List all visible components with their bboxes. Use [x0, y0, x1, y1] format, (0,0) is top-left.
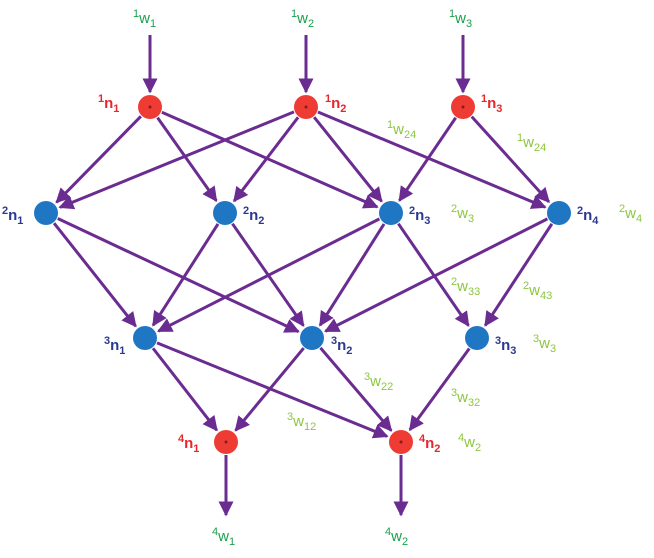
edge-n3_2-to-n4_2 — [319, 346, 393, 432]
edge-n2_3-to-n3_3 — [397, 222, 470, 327]
node-label-n3_2: 3n2 — [331, 335, 352, 357]
weight-label-w4_2: 4w2 — [458, 432, 481, 454]
node-center-dot-n4_2 — [399, 440, 403, 444]
node-center-dot-n4_1 — [224, 440, 228, 444]
node-label-n3_3: 3n3 — [495, 335, 516, 357]
edge-n2_3-to-n3_1 — [157, 217, 381, 333]
weight-label-w2_33: 2w33 — [451, 276, 480, 298]
node-label-n4_2: 4n2 — [419, 433, 440, 455]
node-center-dot-n1_2 — [304, 105, 308, 109]
weight-label-w3_22: 3w22 — [364, 371, 393, 393]
node-label-n3_1: 3n1 — [104, 335, 125, 357]
edge-n3_1-to-n4_1 — [151, 347, 218, 432]
weight-label-w2_3: 2w3 — [451, 203, 474, 225]
edge-n3_3-to-n4_2 — [408, 347, 471, 432]
edge-n2_1-to-n3_1 — [52, 222, 137, 328]
node-n2_3 — [379, 201, 403, 225]
edge-n3_2-to-n4_1 — [234, 347, 305, 432]
output-label-out2: 4w2 — [385, 526, 408, 548]
weight-label-w3_12: 3w12 — [287, 411, 316, 433]
edge-n1_3-to-n2_3 — [398, 116, 457, 202]
nodes-layer — [34, 95, 571, 454]
input-label-in1: 1w1 — [133, 8, 156, 30]
node-label-n4_1: 4n1 — [178, 433, 199, 455]
output-label-out1: 4w1 — [212, 526, 235, 548]
edge-n3_1-to-n4_2 — [156, 341, 389, 439]
node-n2_4 — [547, 201, 571, 225]
edge-n1_3-to-n2_4 — [470, 115, 551, 203]
input-label-in3: 1w3 — [449, 8, 472, 30]
edge-n1_2-to-n2_1 — [58, 110, 295, 210]
node-label-n1_2: 1n2 — [325, 93, 346, 115]
node-label-n2_3: 2n3 — [409, 205, 430, 227]
weight-label-w1_24_b: 1w24 — [517, 132, 546, 154]
edges-layer — [52, 35, 554, 517]
weight-label-w1_24_a: 1w24 — [387, 119, 416, 141]
edge-n1_1-to-n2_3 — [161, 110, 379, 209]
node-label-n2_4: 2n4 — [577, 205, 599, 227]
weight-label-w3_32: 3w32 — [451, 387, 480, 409]
edge-n2_2-to-n3_1 — [151, 223, 220, 327]
weight-label-w2_4: 2w4 — [619, 203, 642, 225]
edge-n1_1-to-n2_2 — [156, 116, 218, 202]
node-n3_1 — [133, 326, 157, 350]
edge-n2_4-to-n3_2 — [324, 217, 549, 333]
node-n3_3 — [465, 326, 489, 350]
node-n2_1 — [34, 201, 58, 225]
node-label-n1_1: 1n1 — [98, 93, 119, 115]
node-label-n1_3: 1n3 — [481, 93, 502, 115]
edge-n2_3-to-n3_2 — [318, 223, 386, 327]
weight-label-w3_3: 3w3 — [533, 333, 556, 355]
edge-n1_2-to-n2_2 — [232, 116, 300, 203]
node-center-dot-n1_1 — [148, 105, 152, 109]
edge-n2_1-to-n3_2 — [57, 217, 300, 333]
edge-n1_1-to-n2_1 — [55, 115, 142, 204]
edge-n1_2-to-n2_3 — [312, 116, 383, 203]
weight-label-w2_43: 2w43 — [523, 280, 552, 302]
node-center-dot-n1_3 — [461, 105, 465, 109]
edge-n2_4-to-n3_3 — [483, 223, 554, 327]
node-n2_2 — [213, 201, 237, 225]
labels-layer: 1w1 1w2 1w3 4w1 4w2 1n1 1n2 1n3 2n1 2n2 2n3 2n4 3n1 3… — [2, 8, 642, 548]
node-label-n2_2: 2n2 — [243, 205, 264, 227]
node-n3_2 — [300, 326, 324, 350]
node-label-n2_1: 2n1 — [2, 205, 23, 227]
input-label-in2: 1w2 — [291, 8, 314, 30]
edge-n1_2-to-n2_4 — [317, 110, 547, 209]
